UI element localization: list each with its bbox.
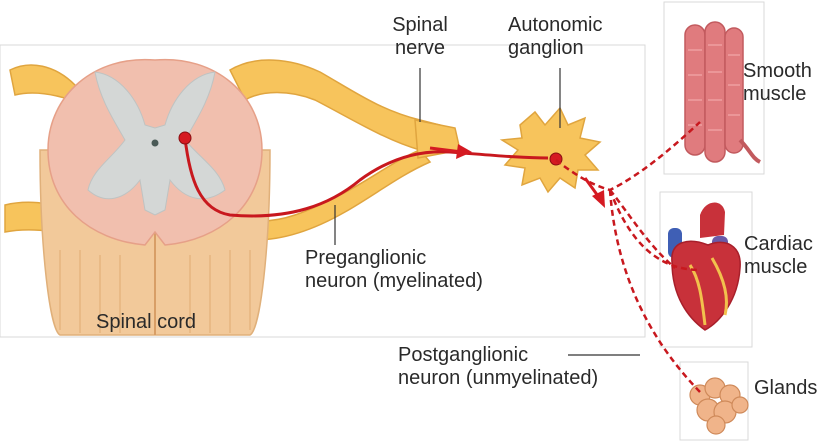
label-line: nerve xyxy=(394,37,446,59)
label-spinal-cord: Spinal cord xyxy=(96,311,196,334)
arrow-icon xyxy=(429,144,472,159)
label-line: muscle xyxy=(744,256,808,278)
arrow-icon xyxy=(583,177,605,208)
label-line: Postganglionic xyxy=(398,344,529,366)
gland-illustration xyxy=(689,377,749,435)
label-postganglionic: Postganglionic neuron (unmyelinated) xyxy=(398,344,598,390)
label-line: Smooth xyxy=(743,60,812,82)
label-line: Autonomic xyxy=(508,14,603,36)
label-line: Spinal xyxy=(392,14,448,36)
spinal-cord-illustration xyxy=(39,58,271,336)
label-line: muscle xyxy=(743,83,807,105)
label-glands: Glands xyxy=(754,377,817,400)
label-line: ganglion xyxy=(508,37,584,59)
label-cardiac-muscle: Cardiac muscle xyxy=(744,233,813,279)
label-spinal-nerve: Spinal nerve xyxy=(380,14,460,60)
label-line: neuron (myelinated) xyxy=(305,270,483,292)
label-preganglionic: Preganglionic neuron (myelinated) xyxy=(305,247,483,293)
label-line: Glands xyxy=(754,377,818,399)
label-line: Cardiac xyxy=(744,233,813,255)
leader-lines xyxy=(334,68,640,356)
preganglionic-neuron xyxy=(178,131,549,218)
label-line: Spinal cord xyxy=(96,311,197,333)
postganglionic-neuron xyxy=(555,121,701,393)
label-line: neuron (unmyelinated) xyxy=(398,367,599,389)
label-line: Preganglionic xyxy=(305,247,427,269)
heart-illustration xyxy=(668,202,741,331)
label-autonomic-ganglion: Autonomic ganglion xyxy=(508,14,603,60)
label-smooth-muscle: Smooth muscle xyxy=(743,60,812,106)
